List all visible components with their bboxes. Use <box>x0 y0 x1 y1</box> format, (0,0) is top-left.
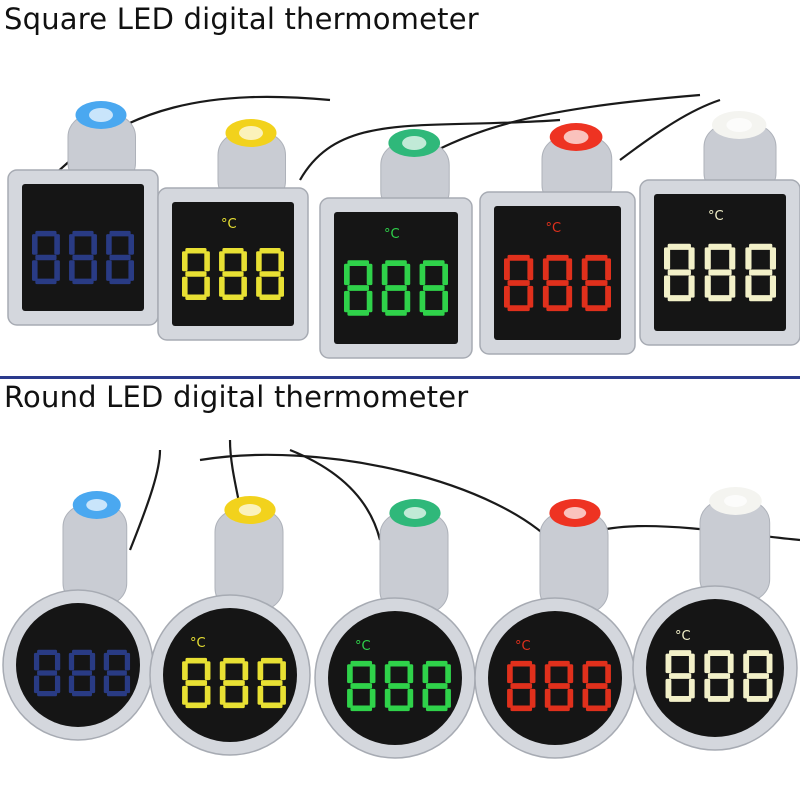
led-screen <box>488 611 622 745</box>
led-screen <box>646 599 784 737</box>
square-thermometer-4: °C <box>479 123 636 355</box>
led-screen <box>163 608 297 742</box>
sq-cable-4 <box>619 98 721 161</box>
led-readout <box>504 254 611 312</box>
round-thermometer-1 <box>2 491 154 741</box>
celsius-label: °C <box>708 209 724 224</box>
rd-cable-4 <box>289 448 382 541</box>
led-readout <box>32 230 134 285</box>
led-readout <box>182 247 284 301</box>
rd-cable-2 <box>199 453 561 551</box>
led-readout <box>664 243 776 302</box>
square-thermometer-5: °C <box>639 111 800 346</box>
celsius-label: °C <box>221 217 237 232</box>
celsius-label: °C <box>190 636 206 651</box>
rd-cable-1 <box>128 449 162 551</box>
square-thermometer-2: °C <box>157 119 309 341</box>
square-thermometer-1 <box>7 101 159 326</box>
celsius-label: °C <box>384 227 400 242</box>
led-readout <box>33 649 131 697</box>
led-readout <box>344 260 448 316</box>
celsius-label: °C <box>355 639 371 654</box>
celsius-label: °C <box>675 629 691 644</box>
led-readout <box>182 657 286 709</box>
round-thermometer-2: °C <box>149 496 311 756</box>
led-readout <box>665 650 773 702</box>
led-screen <box>22 184 144 311</box>
round-section-title: Round LED digital thermometer <box>4 380 469 414</box>
square-thermometer-3: °C <box>319 129 473 359</box>
round-thermometer-photo: °C °C °C °C <box>2 440 800 759</box>
led-screen <box>328 611 462 745</box>
square-thermometer-photo: °C °C °C °C <box>7 93 800 359</box>
celsius-label: °C <box>546 221 562 236</box>
square-section-title: Square LED digital thermometer <box>4 2 479 36</box>
section-divider <box>0 376 800 379</box>
led-readout <box>507 660 611 712</box>
led-readout <box>347 660 451 712</box>
round-thermometer-5: °C <box>632 487 798 751</box>
round-thermometer-3: °C <box>314 499 476 759</box>
round-thermometer-4: °C <box>474 499 636 759</box>
celsius-label: °C <box>515 639 531 654</box>
